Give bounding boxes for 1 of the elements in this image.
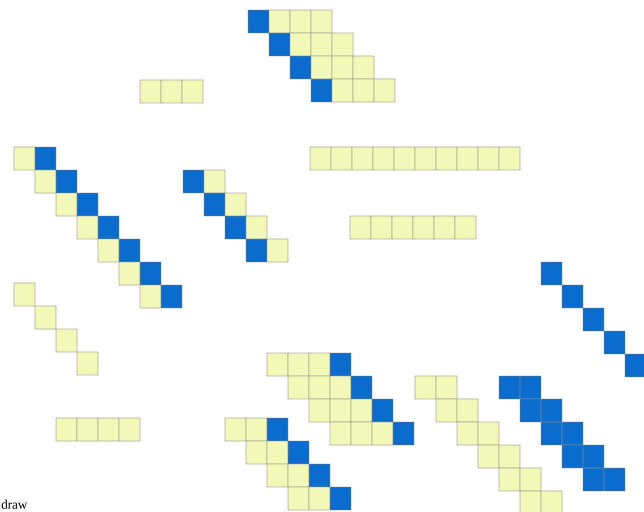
caption-text: draw (2, 500, 28, 509)
